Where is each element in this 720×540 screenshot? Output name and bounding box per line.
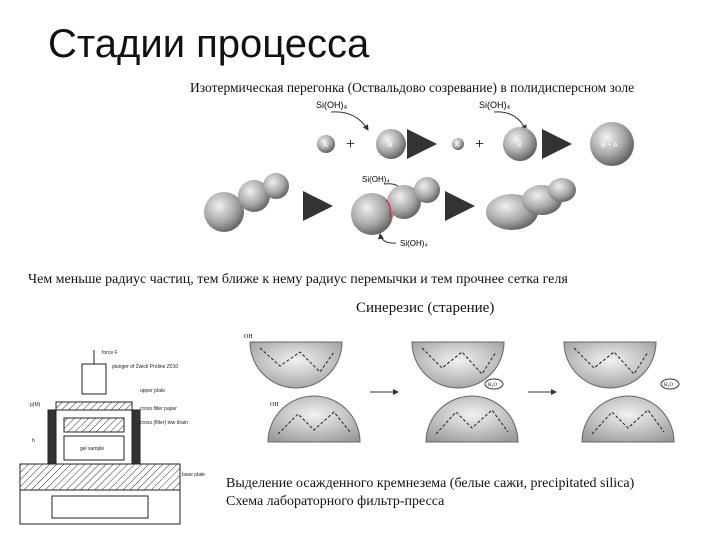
stage-2: H₂O: [411, 341, 519, 443]
chain-necking: [351, 177, 440, 235]
plus-sign-2: +: [475, 136, 484, 153]
drain-chamber: [51, 495, 149, 519]
side-wall-left: [47, 409, 57, 465]
filter-press-line-1: Выделение осажденного кремнезема (белые …: [226, 476, 635, 491]
chain-fused: [486, 178, 576, 230]
particle-a-shrunk: [452, 138, 464, 150]
syneresis-caption: Синерезис (старение): [356, 300, 495, 316]
stage-3: H₂O: [563, 341, 680, 443]
particle-merged: [590, 122, 634, 166]
label-filter-paper: cross filter paper: [140, 406, 177, 412]
filter-press-schematic: force F plunger of Zwick Proline Z010 up…: [19, 350, 205, 525]
reagent-label-2: Si(OH)₄: [479, 100, 510, 110]
reagent-label-3: Si(OH)₄: [362, 175, 390, 184]
filter-layer: [63, 417, 125, 433]
label-base-plate: base plate: [182, 472, 205, 478]
particle-b: [376, 129, 406, 159]
outflow-arrow: [378, 233, 397, 244]
particle-b-grown: [503, 127, 537, 161]
plunger: [81, 363, 107, 395]
base-housing: [19, 489, 181, 525]
neck-formation-diagram: Si(OH)₄ Si(OH)₄: [204, 173, 576, 248]
stage-1: OH OH: [244, 334, 361, 443]
label-a: A: [323, 142, 328, 149]
label-height: h: [32, 438, 35, 444]
transfer-arrow: [330, 111, 369, 131]
plus-sign: +: [346, 136, 355, 153]
slide-title: Стадии процесса: [48, 22, 370, 66]
particle-a: [317, 135, 335, 153]
filter-press-line-2: Схема лабораторного фильтр-пресса: [226, 494, 445, 509]
label-upper-plate: upper plate: [140, 388, 165, 394]
label-merged: B + A: [601, 142, 618, 149]
water-label: H₂O: [488, 383, 497, 388]
label-force: force F: [102, 350, 118, 356]
label-b-2: B: [517, 142, 522, 149]
chain-before: [204, 173, 289, 232]
label-gel-sample: gel sample: [80, 446, 104, 452]
label-a-2: A: [455, 143, 459, 149]
side-wall-right: [131, 409, 141, 465]
ostwald-ripening-diagram: Si(OH)₄ Si(OH)₄ A + B A + B B + A: [316, 100, 634, 166]
ostwald-caption: Изотермическая перегонка (Оствальдово со…: [190, 80, 635, 95]
base-plate: [19, 463, 181, 491]
label-plunger: plunger of Zwick Proline Z010: [112, 364, 178, 370]
neck-caption: Чем меньше радиус частиц, тем ближе к не…: [28, 272, 568, 287]
label-pressure: p(M): [30, 402, 41, 408]
transfer-arrow-2: [493, 111, 527, 131]
water-label: H₂O: [664, 383, 673, 388]
label-drain: cross (filter) tow drain: [140, 420, 188, 426]
oh-label: OH: [270, 402, 279, 408]
reagent-label: Si(OH)₄: [316, 100, 347, 110]
label-b: B: [388, 142, 393, 149]
reagent-label-4: Si(OH)₄: [400, 239, 428, 248]
upper-plate: [55, 401, 133, 411]
gel-sample: [63, 435, 125, 461]
syneresis-diagram: OH OH H₂O H₂O: [244, 334, 680, 443]
oh-label: OH: [244, 334, 253, 340]
